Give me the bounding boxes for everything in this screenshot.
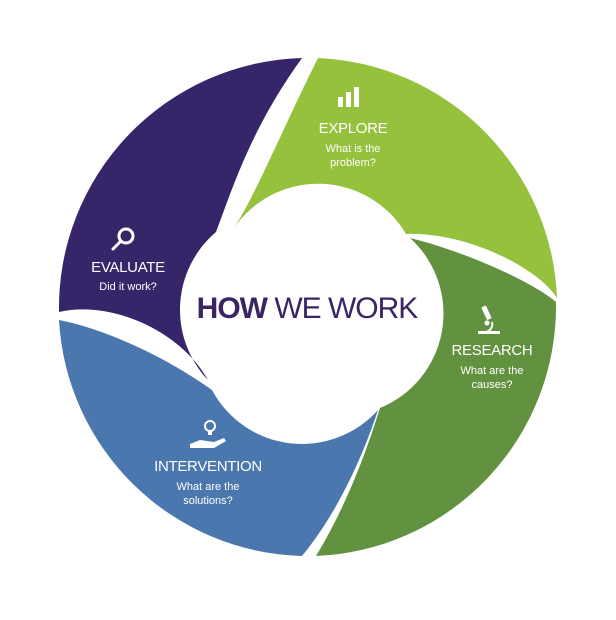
- evaluate-segment: [58, 58, 303, 380]
- research-title: RESEARCH: [452, 342, 533, 359]
- explore-line-1: What is the: [325, 143, 380, 155]
- center-circle: [206, 206, 408, 408]
- research-segment: [316, 238, 557, 556]
- explore-title: EXPLORE: [319, 120, 388, 137]
- explore-line-2: problem?: [330, 157, 376, 169]
- research-line-2: causes?: [472, 379, 513, 391]
- explore-segment: [234, 58, 557, 298]
- center-title: HOW WE WORK: [197, 292, 419, 325]
- intervention-content: INTERVENTION What are the solutions?: [154, 420, 262, 507]
- evaluate-title: EVALUATE: [91, 259, 165, 276]
- intervention-title: INTERVENTION: [154, 458, 262, 475]
- magnifier-icon: [111, 227, 135, 251]
- microscope-icon: [478, 305, 500, 334]
- intervention-segment: [59, 320, 378, 556]
- center-title-bold: HOW: [197, 292, 269, 325]
- intervention-line-1: What are the: [177, 481, 240, 493]
- research-line-1: What are the: [461, 365, 524, 377]
- explore-content: EXPLORE What is the problem?: [319, 87, 388, 169]
- bar-chart-icon: [338, 87, 359, 107]
- evaluate-line-1: Did it work?: [99, 281, 156, 293]
- evaluate-content: EVALUATE Did it work?: [91, 227, 165, 293]
- research-content: RESEARCH What are the causes?: [452, 305, 533, 391]
- intervention-line-2: solutions?: [183, 495, 233, 507]
- center-title-rest: WE WORK: [267, 292, 418, 325]
- lightbulb-hand-icon: [190, 420, 226, 448]
